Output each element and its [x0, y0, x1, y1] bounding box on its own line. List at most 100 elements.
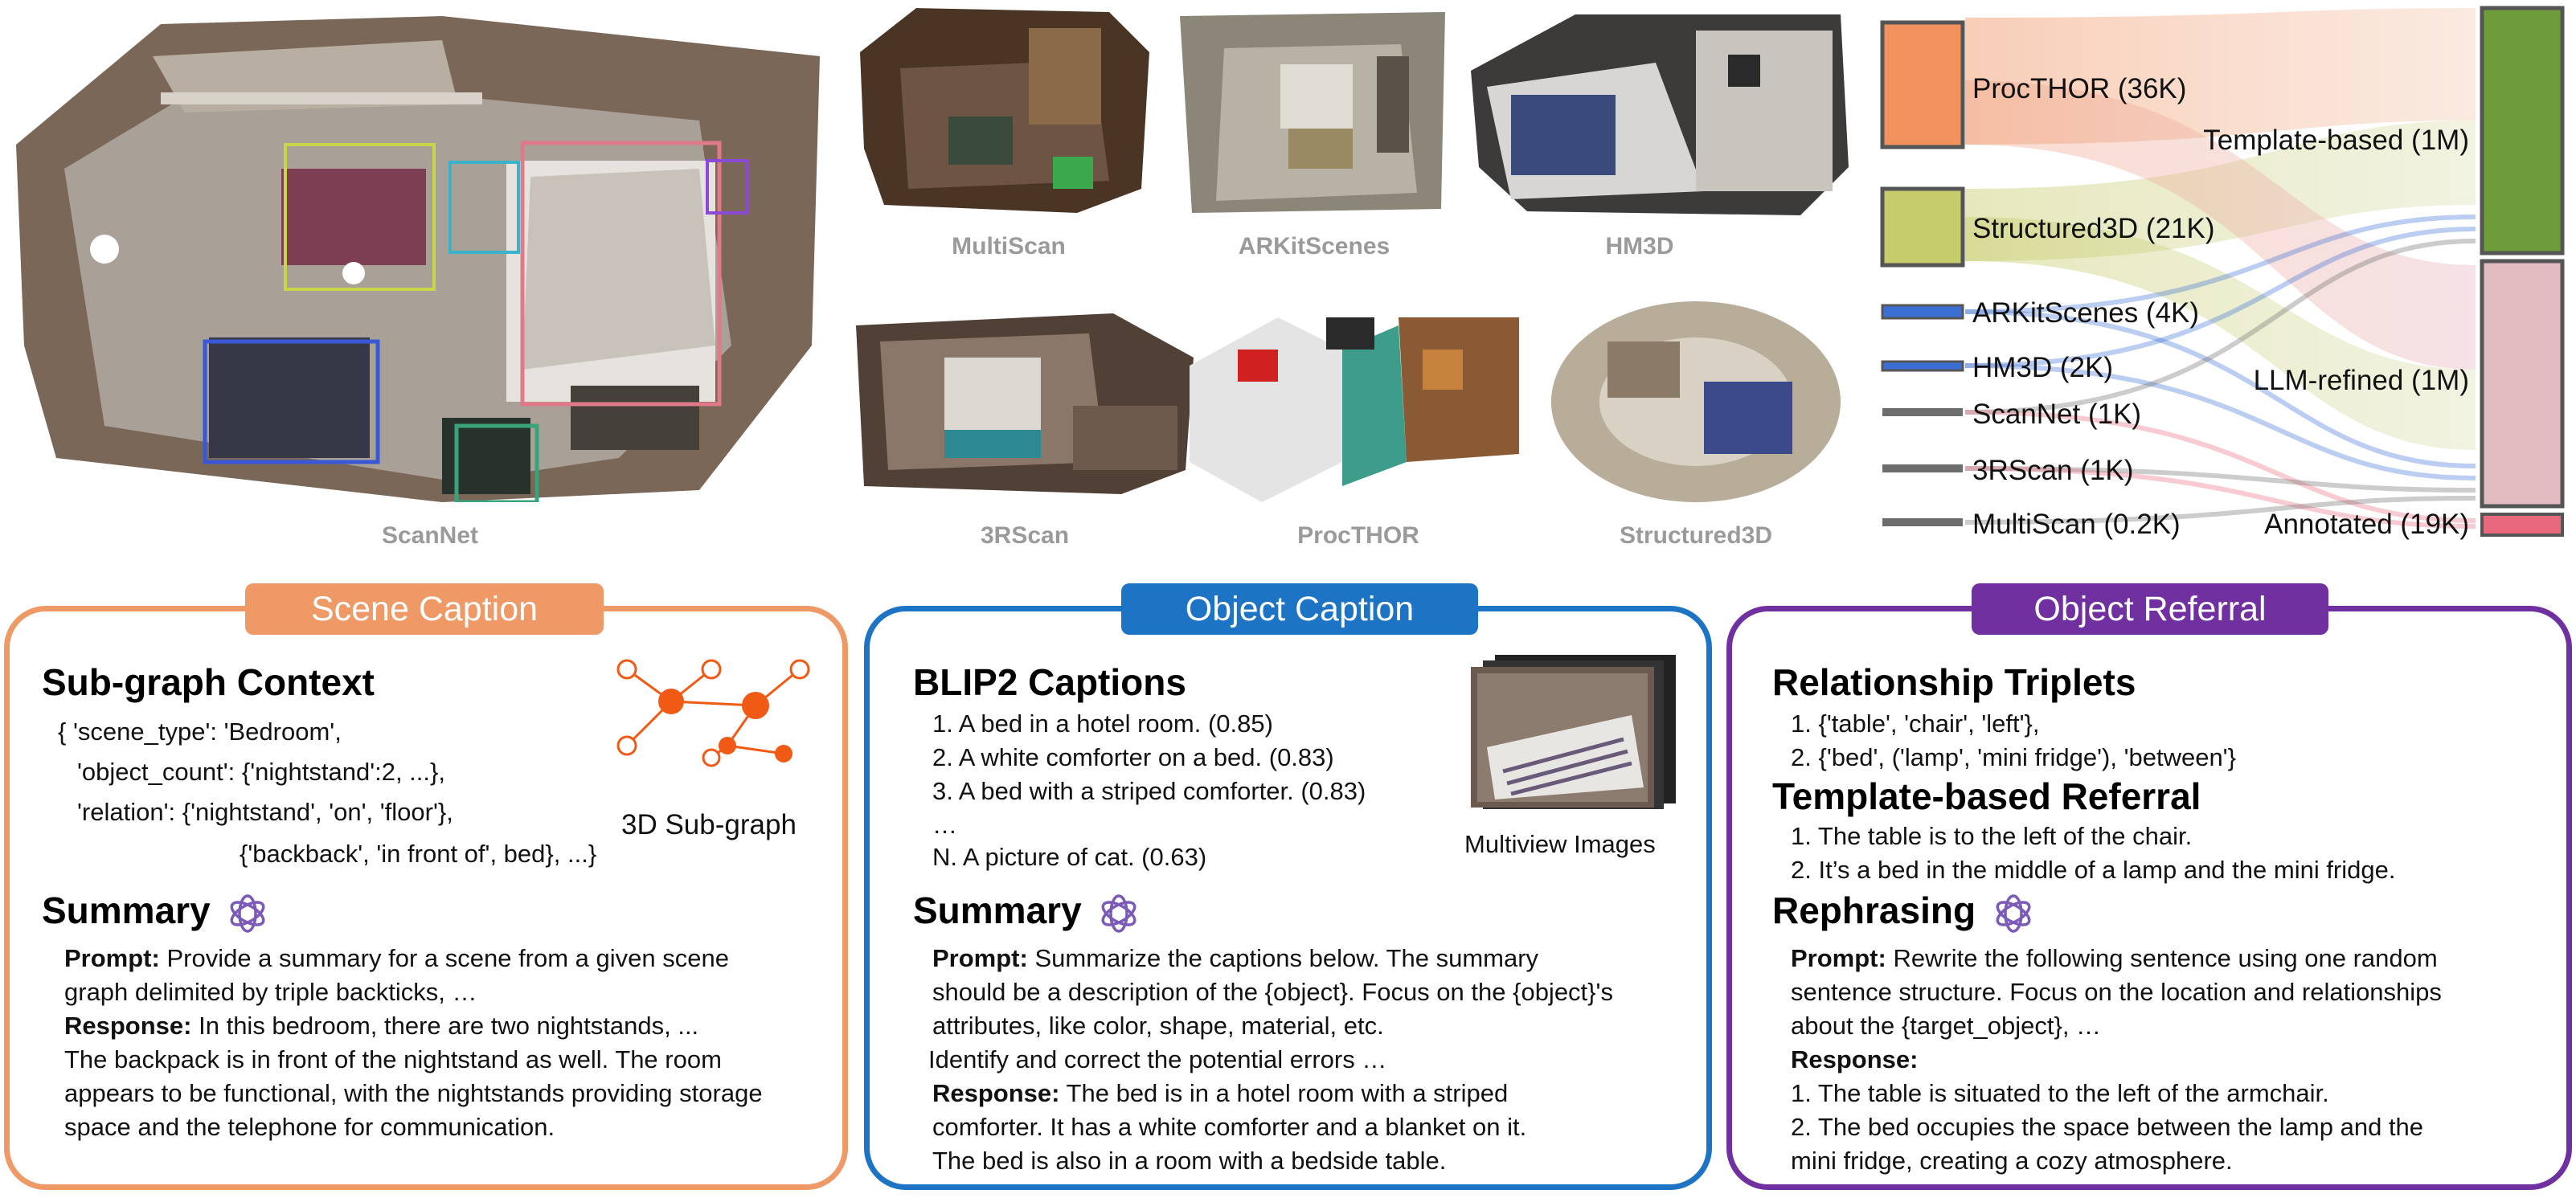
- 3rscan-scene-image: [848, 309, 1202, 498]
- node-multiscan: [1882, 518, 1963, 526]
- node-template-based: [2480, 6, 2565, 256]
- blip2-caption-1: 1. A bed in a hotel room. (0.85): [932, 709, 1273, 738]
- referral-prompt-line-2: sentence structure. Focus on the locatio…: [1791, 978, 2442, 1006]
- scene-prompt-label: Prompt:: [64, 944, 160, 972]
- context-line-3: 'relation': {'nightstand', 'on', 'floor'…: [77, 798, 453, 826]
- object-prompt-text-1: Summarize the captions below. The summar…: [1034, 944, 1539, 972]
- hm3d-scene-image: [1463, 6, 1857, 219]
- scene-prompt-line-1: Prompt: Provide a summary for a scene fr…: [64, 942, 729, 975]
- structured3d-label: Structured3D: [1619, 522, 1773, 549]
- flow-arkitscenes-llm: [1964, 309, 2476, 468]
- object-prompt-line-3: attributes, like color, shape, material,…: [932, 1012, 1384, 1040]
- flow-structured3d-llm: [1965, 217, 2476, 450]
- object-prompt-line-4: Identify and correct the potential error…: [928, 1045, 1387, 1073]
- 3rscan-label: 3RScan: [980, 522, 1070, 549]
- context-line-4: {'backback', 'in front of', bed}, ...}: [240, 840, 597, 868]
- triplet-2: 2. {'bed', ('lamp', 'mini fridge'), 'bet…: [1791, 743, 2236, 771]
- scene-caption-title: Scene Caption: [245, 583, 604, 635]
- object-response-line-1: Response: The bed is in a hotel room wit…: [932, 1077, 1508, 1110]
- node-hm3d: [1881, 360, 1964, 372]
- object-prompt-line-1: Prompt: Summarize the captions below. Th…: [932, 942, 1538, 975]
- referral-response-line-3: mini fridge, creating a cozy atmosphere.: [1791, 1147, 2233, 1175]
- arkitscenes-label: ARKitScenes: [1238, 233, 1390, 260]
- scene-response-line-2: The backpack is in front of the nightsta…: [64, 1045, 722, 1073]
- multiscan-scene-image: [852, 4, 1157, 217]
- node-arkitscenes: [1881, 304, 1964, 320]
- label-llm-refined: LLM-refined (1M): [2254, 365, 2469, 396]
- object-summary-heading: Summary: [913, 889, 1143, 938]
- hm3d-label: HM3D: [1605, 233, 1674, 260]
- procthor-scene-image: [1182, 301, 1527, 506]
- node-scannet: [1882, 408, 1963, 416]
- label-structured3d: Structured3D (21K): [1972, 213, 2215, 244]
- referral-response-label: Response:: [1791, 1045, 1919, 1073]
- context-line-2: 'object_count': {'nightstand':2, ...},: [77, 758, 445, 786]
- object-response-line-2: comforter. It has a white comforter and …: [932, 1113, 1527, 1141]
- label-procthor: ProcTHOR (36K): [1972, 73, 2186, 104]
- scene-response-line-4: space and the telephone for communicatio…: [64, 1113, 555, 1141]
- label-hm3d: HM3D (2K): [1972, 352, 2113, 383]
- openai-logo-icon: [1101, 894, 1136, 933]
- label-3rscan: 3RScan (1K): [1972, 455, 2133, 486]
- object-referral-title: Object Referral: [1972, 583, 2328, 635]
- flow-procthor-llm: [1965, 80, 2476, 370]
- object-caption-title: Object Caption: [1121, 583, 1478, 635]
- node-procthor: [1880, 20, 1965, 149]
- flow-hm3d: [1964, 227, 2476, 368]
- node-llm-refined: [2480, 259, 2565, 509]
- referral-prompt-text-1: Rewrite the following sentence using one…: [1893, 944, 2438, 972]
- procthor-label: ProcTHOR: [1297, 522, 1419, 549]
- scene-response-text-1: In this bedroom, there are two nightstan…: [199, 1012, 699, 1040]
- 3d-subgraph-label: 3D Sub-graph: [621, 809, 797, 840]
- object-prompt-label: Prompt:: [932, 944, 1028, 972]
- blip2-caption-2: 2. A white comforter on a bed. (0.83): [932, 743, 1334, 771]
- scene-response-line-3: appears to be functional, with the night…: [64, 1079, 763, 1107]
- structured3d-scene-image: [1543, 293, 1849, 506]
- template-referral-heading: Template-based Referral: [1772, 775, 2201, 817]
- label-annotated: Annotated (19K): [2264, 509, 2469, 540]
- template-line-1: 1. The table is to the left of the chair…: [1791, 822, 2193, 850]
- arkitscenes-scene-image: [1176, 8, 1449, 217]
- subgraph-context-heading: Sub-graph Context: [42, 661, 375, 703]
- scene-response-line-1: Response: In this bedroom, there are two…: [64, 1009, 698, 1043]
- blip2-captions-heading: BLIP2 Captions: [913, 661, 1186, 703]
- referral-prompt-line-1: Prompt: Rewrite the following sentence u…: [1791, 942, 2438, 975]
- openai-logo-icon: [230, 894, 265, 933]
- scene-summary-text: Summary: [42, 889, 211, 931]
- label-template-based: Template-based (1M): [2203, 125, 2469, 156]
- relationship-triplets-heading: Relationship Triplets: [1772, 661, 2136, 703]
- scene-response-label: Response:: [64, 1012, 192, 1040]
- object-summary-text: Summary: [913, 889, 1082, 931]
- object-response-label: Response:: [932, 1079, 1060, 1107]
- openai-logo-icon: [1996, 894, 2031, 933]
- object-prompt-line-2: should be a description of the {object}.…: [932, 978, 1613, 1006]
- referral-prompt-line-3: about the {target_object}, …: [1791, 1012, 2102, 1040]
- multiscan-label: MultiScan: [952, 233, 1066, 260]
- 3d-subgraph-icon: [616, 659, 810, 767]
- blip2-caption-n: N. A picture of cat. (0.63): [932, 843, 1207, 871]
- node-annotated: [2480, 513, 2564, 537]
- scene-prompt-line-2: graph delimited by triple backticks, …: [64, 978, 477, 1006]
- scene-prompt-text-1: Provide a summary for a scene from a giv…: [166, 944, 729, 972]
- flow-scannet-annot: [1964, 410, 2476, 523]
- referral-response-line-1: 1. The table is situated to the left of …: [1791, 1079, 2329, 1107]
- flow-multiscan: [1964, 496, 2476, 525]
- node-structured3d: [1880, 186, 1965, 268]
- flow-arkitscenes: [1964, 215, 2476, 314]
- blip2-caption-3: 3. A bed with a striped comforter. (0.83…: [932, 777, 1366, 805]
- referral-response-line-2: 2. The bed occupies the space between th…: [1791, 1113, 2424, 1141]
- scene-summary-heading: Summary: [42, 889, 272, 938]
- scannet-scene-image: [8, 8, 828, 502]
- context-line-1: { 'scene_type': 'Bedroom',: [58, 718, 342, 746]
- flow-hm3d-llm: [1964, 363, 2476, 480]
- flow-scannet: [1964, 239, 2476, 415]
- scannet-label: ScanNet: [381, 522, 479, 549]
- blip2-caption-ellipsis: …: [932, 811, 957, 839]
- template-line-2: 2. It’s a bed in the middle of a lamp an…: [1791, 856, 2396, 884]
- referral-prompt-label: Prompt:: [1791, 944, 1886, 972]
- multiview-images-icon: [1471, 655, 1676, 809]
- flow-3rscan-annot: [1964, 466, 2476, 529]
- multiview-images-label: Multiview Images: [1464, 830, 1656, 858]
- node-3rscan: [1882, 464, 1963, 472]
- object-response-text-1: The bed is in a hotel room with a stripe…: [1066, 1079, 1509, 1107]
